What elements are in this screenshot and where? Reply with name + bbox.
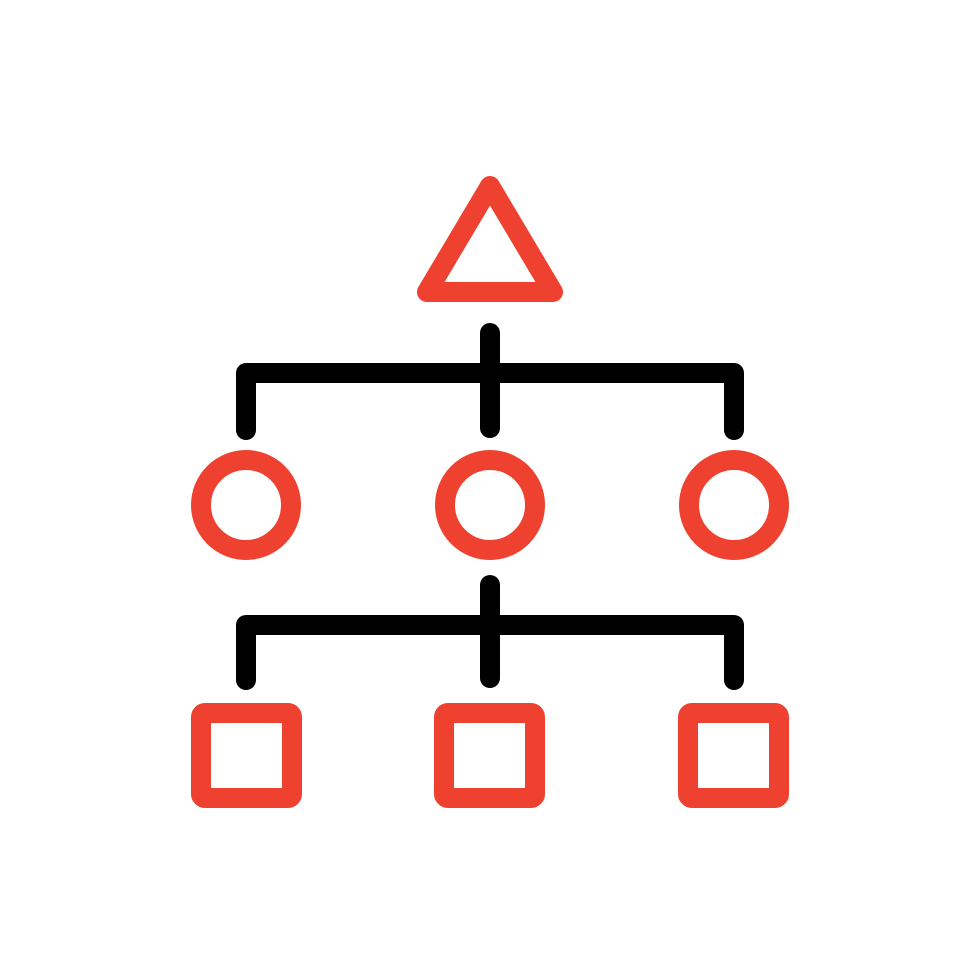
connector-root-to-circles [236, 323, 744, 440]
square-node-right [678, 703, 789, 808]
circle-node-right [679, 450, 789, 560]
circle-node-left [191, 450, 301, 560]
square-node-center [434, 703, 545, 808]
square-node-left [191, 703, 302, 808]
root-triangle-node [417, 176, 563, 302]
circle-node-center [435, 450, 545, 560]
connector-circles-to-squares [236, 575, 744, 690]
